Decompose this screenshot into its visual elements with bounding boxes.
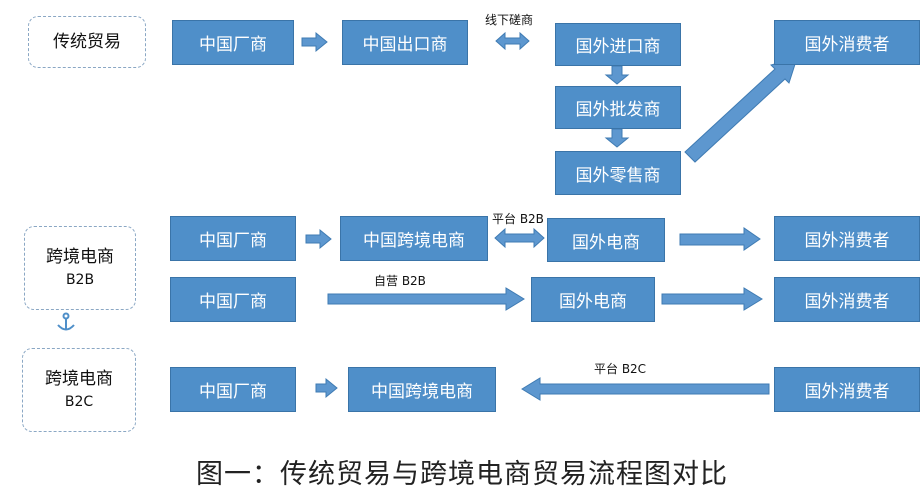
box-trad-manufacturer: 中国厂商 <box>172 20 294 65</box>
box-b2b-consumer-label: 国外消费者 <box>804 231 890 251</box>
category-b2c-title: 跨境电商 <box>45 368 113 389</box>
box-trad-retailer-label: 国外零售商 <box>575 165 661 186</box>
figure-caption: 图一：传统贸易与跨境电商贸易流程图对比 <box>196 459 728 490</box>
box-b2c-cn-ecommerce: 中国跨境电商 <box>348 367 496 412</box>
arrow-trad-1 <box>301 31 328 53</box>
arrow-b2b-self-1 <box>327 287 525 311</box>
category-b2b-title: 跨境电商 <box>46 246 114 267</box>
box-b2c-cn-ecommerce-label: 中国跨境电商 <box>371 382 473 402</box>
box-b2b-self-foreign-ecommerce: 国外电商 <box>531 277 655 322</box>
box-trad-consumer-label: 国外消费者 <box>804 35 890 55</box>
category-b2b-sub: B2B <box>65 272 95 289</box>
box-trad-retailer: 国外零售商 <box>555 151 681 195</box>
arrow-offline-double <box>495 31 530 51</box>
box-b2b-self-manufacturer: 中国厂商 <box>170 277 296 322</box>
category-b2c: 跨境电商 B2C <box>22 348 136 432</box>
box-trad-exporter-label: 中国出口商 <box>362 35 448 55</box>
arrow-wholesaler-down <box>604 128 630 148</box>
box-b2b-foreign-ecommerce-label: 国外电商 <box>572 232 640 253</box>
box-b2b-self-consumer-label: 国外消费者 <box>804 292 890 312</box>
arrow-retailer-consumer <box>684 57 798 163</box>
box-trad-consumer: 国外消费者 <box>774 20 920 65</box>
box-trad-manufacturer-label: 中国厂商 <box>199 35 267 55</box>
label-offline-negotiation: 线下磋商 <box>485 13 534 27</box>
label-platform-b2c: 平台 B2C <box>594 362 647 376</box>
arrow-b2b-1 <box>305 228 332 250</box>
box-b2b-manufacturer: 中国厂商 <box>170 216 296 261</box>
arrow-importer-down <box>604 65 630 85</box>
label-self-b2b: 自营 B2B <box>374 274 426 288</box>
box-trad-importer: 国外进口商 <box>555 23 681 66</box>
box-b2c-consumer-label: 国外消费者 <box>804 382 890 402</box>
category-traditional-label: 传统贸易 <box>53 31 121 52</box>
box-b2b-manufacturer-label: 中国厂商 <box>199 231 267 251</box>
arrow-b2c-1 <box>315 377 338 399</box>
box-b2b-self-foreign-ecommerce-label: 国外电商 <box>559 292 627 312</box>
anchor-icon <box>57 312 75 331</box>
box-trad-wholesaler-label: 国外批发商 <box>575 100 661 120</box>
box-b2c-consumer: 国外消费者 <box>774 367 920 412</box>
arrow-b2c-2 <box>521 377 770 401</box>
box-b2b-foreign-ecommerce: 国外电商 <box>547 218 665 262</box>
box-b2b-self-consumer: 国外消费者 <box>774 277 920 322</box>
label-platform-b2b: 平台 B2B <box>492 212 544 226</box>
box-b2b-cn-ecommerce: 中国跨境电商 <box>340 216 488 261</box>
category-b2b: 跨境电商 B2B <box>24 226 136 310</box>
box-b2b-cn-ecommerce-label: 中国跨境电商 <box>363 231 465 251</box>
box-trad-wholesaler: 国外批发商 <box>555 86 681 129</box>
box-trad-exporter: 中国出口商 <box>342 20 468 65</box>
arrow-b2b-double <box>494 227 545 249</box>
box-b2c-manufacturer: 中国厂商 <box>170 367 296 412</box>
arrow-b2b-self-2 <box>661 287 763 311</box>
box-b2b-consumer: 国外消费者 <box>774 216 920 261</box>
box-b2b-self-manufacturer-label: 中国厂商 <box>199 292 267 312</box>
box-trad-importer-label: 国外进口商 <box>575 37 661 57</box>
category-b2c-sub: B2C <box>64 394 94 411</box>
box-b2c-manufacturer-label: 中国厂商 <box>199 382 267 402</box>
category-traditional-trade: 传统贸易 <box>28 16 146 68</box>
arrow-b2b-2 <box>679 227 761 251</box>
